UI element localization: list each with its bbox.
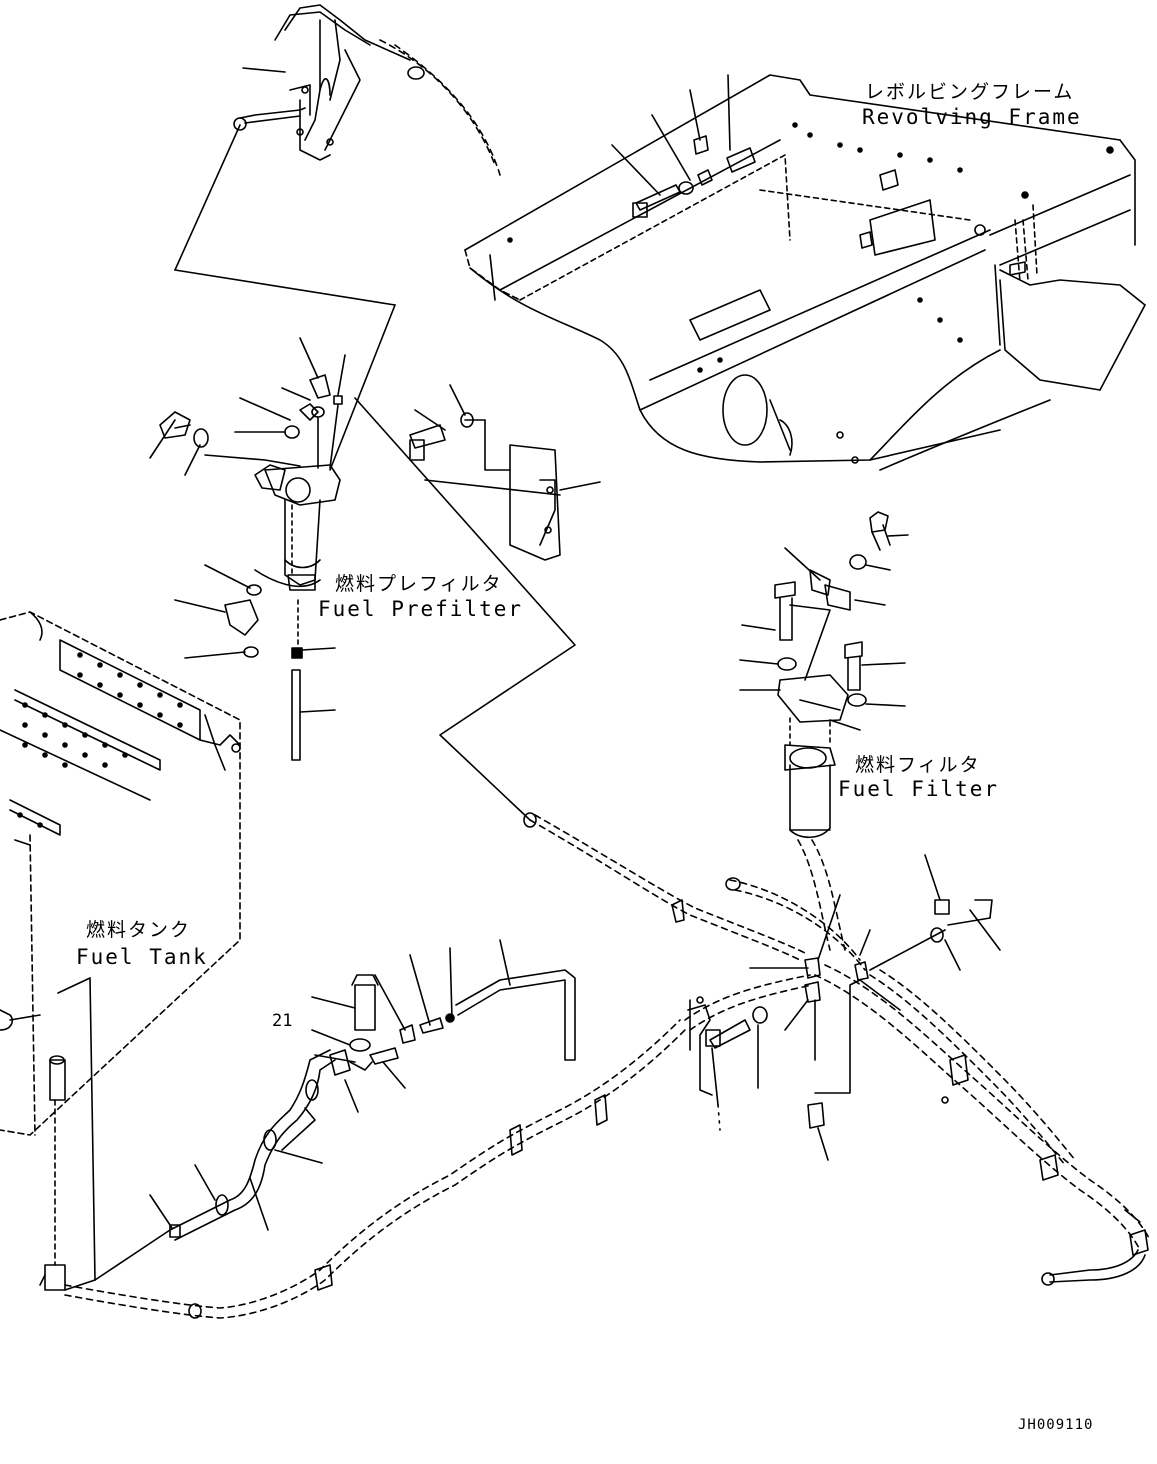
frame-bolt-group bbox=[611, 74, 756, 218]
right-long-hose bbox=[814, 964, 1151, 1286]
fuel-filter-label-jp: 燃料フィルタ bbox=[855, 754, 981, 776]
fuel-prefilter-label-jp: 燃料プレフィルタ bbox=[335, 573, 503, 595]
filter-return-lines bbox=[725, 839, 1001, 1161]
revolving-frame-label-jp: レボルビングフレーム bbox=[865, 81, 1075, 103]
tank-bottom-hose bbox=[64, 974, 813, 1319]
prefilter-bracket bbox=[409, 384, 601, 561]
fuel-filter bbox=[739, 511, 909, 839]
callout-21: 21 bbox=[272, 1011, 293, 1031]
revolving-frame bbox=[464, 74, 1146, 471]
return-pipe-assembly bbox=[149, 939, 576, 1241]
mid-bolt-group bbox=[705, 1006, 768, 1131]
fuel-prefilter bbox=[149, 337, 346, 761]
drawing-code: JH009110 bbox=[1018, 1417, 1094, 1433]
fuel-filter-label-en: Fuel Filter bbox=[838, 777, 1000, 801]
fuel-tank-label-jp: 燃料タンク bbox=[86, 919, 192, 941]
fuel-prefilter-label-en: Fuel Prefilter bbox=[318, 597, 524, 621]
tank-hole-grid bbox=[17, 652, 183, 828]
fuel-tank-label-en: Fuel Tank bbox=[76, 945, 208, 969]
revolving-frame-label-en: Revolving Frame bbox=[862, 105, 1082, 129]
fuel-tank bbox=[0, 611, 241, 1291]
top-hose-assembly bbox=[174, 4, 501, 471]
prefilter-to-filter-hose bbox=[354, 397, 806, 961]
